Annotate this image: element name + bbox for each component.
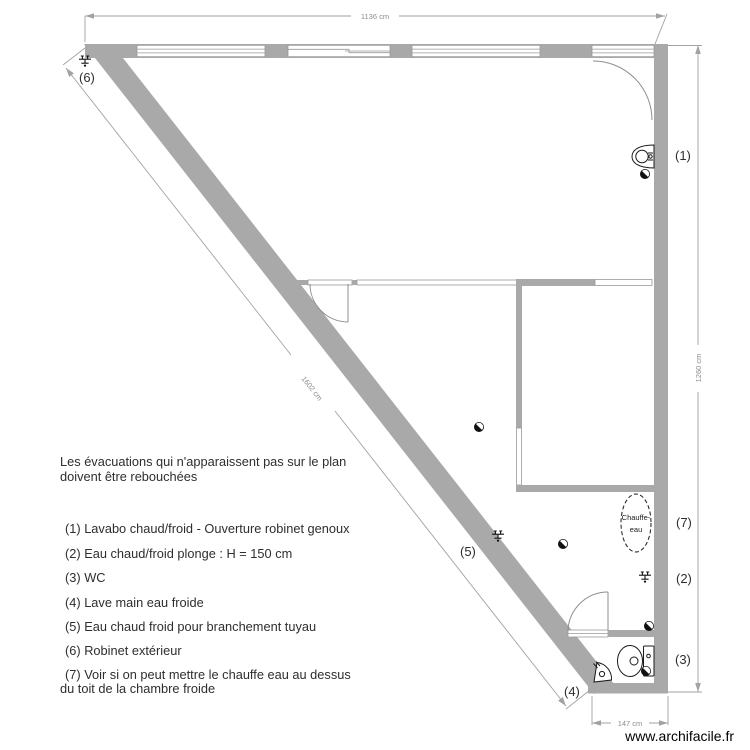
cold-room-top-wall [516, 279, 595, 286]
wc-top-wall-left [558, 630, 568, 637]
faucet-icon-plonge [638, 571, 652, 584]
dimension-bottom: 147 cm [591, 696, 669, 728]
legend-list: (1) Lavabo chaud/froid - Ouverture robin… [60, 521, 351, 696]
legend-item-7-cont: du toit de la chambre froide [60, 681, 215, 696]
marker-7: (7) [676, 515, 692, 530]
water-heater-icon: Chauffe- eau [620, 493, 652, 553]
cold-room-left-opening [516, 427, 522, 486]
interior-wall-segment [352, 280, 357, 285]
dimension-label-top: 1136 cm [361, 12, 389, 21]
fixtures: Chauffe- eau [78, 55, 655, 683]
corner-basin-icon [593, 661, 613, 683]
sliding-window [287, 44, 391, 58]
water-heater-label-2: eau [630, 525, 643, 534]
legend-item-4: (4) Lave main eau froide [65, 595, 204, 610]
bottom-wall [588, 683, 668, 694]
legend-item-7: (7) Voir si on peut mettre le chauffe ea… [65, 667, 351, 682]
wall-opening-middle [356, 279, 518, 286]
drain-icon-wc [640, 665, 652, 677]
interior-walls [295, 279, 655, 638]
dimension-label-diagonal: 1602 cm [300, 374, 325, 402]
glazed-door [591, 44, 655, 58]
sink-icon [631, 144, 655, 169]
dimension-label-bottom: 147 cm [618, 719, 643, 728]
wall-opening-upper-right [594, 279, 653, 286]
cold-room-bottom-wall [516, 485, 655, 492]
wc-top-wall-right [608, 630, 655, 637]
door-arc-wc [567, 591, 609, 632]
door-arc-top-right [592, 60, 653, 121]
plan-notes: Les évacuations qui n'apparaissent pas s… [60, 454, 346, 484]
dimension-right: 1260 cm [668, 45, 703, 693]
windows [136, 44, 655, 58]
legend-item-2: (2) Eau chaud/froid plonge : H = 150 cm [65, 546, 292, 561]
marker-6: (6) [79, 70, 95, 85]
marker-1: (1) [675, 148, 691, 163]
marker-3: (3) [675, 652, 691, 667]
note-line-2: doivent être rebouchées [60, 469, 197, 484]
door-opening-middle [307, 279, 353, 286]
drain-icon-lower [557, 538, 569, 550]
window-2 [411, 44, 541, 58]
legend-item-1: (1) Lavabo chaud/froid - Ouverture robin… [65, 521, 350, 536]
legend-item-6: (6) Robinet extérieur [65, 643, 182, 658]
diagonal-wall [84, 44, 614, 694]
interior-wall-segment [295, 280, 308, 285]
watermark: www.archifacile.fr [624, 728, 734, 744]
marker-5: (5) [460, 544, 476, 559]
door-swings [309, 60, 653, 632]
drain-icon-room [473, 421, 485, 433]
right-wall [654, 44, 668, 693]
cold-room-left-wall [516, 279, 522, 428]
legend-item-5: (5) Eau chaud froid pour branchement tuy… [65, 619, 316, 634]
window-1 [136, 44, 266, 58]
legend-item-3: (3) WC [65, 570, 106, 585]
note-line-1: Les évacuations qui n'apparaissent pas s… [60, 454, 346, 469]
dimension-label-right: 1260 cm [694, 354, 703, 383]
dimension-top: 1136 cm [84, 12, 668, 45]
drain-icon-wall [643, 620, 655, 632]
water-heater-label-1: Chauffe- [622, 513, 651, 522]
drain-icon-sink [639, 168, 651, 180]
door-arc-middle [309, 283, 349, 323]
marker-2: (2) [676, 571, 692, 586]
plan-markers: (1) (2) (3) (4) (5) (6) (7) [79, 70, 692, 699]
marker-4: (4) [564, 684, 580, 699]
